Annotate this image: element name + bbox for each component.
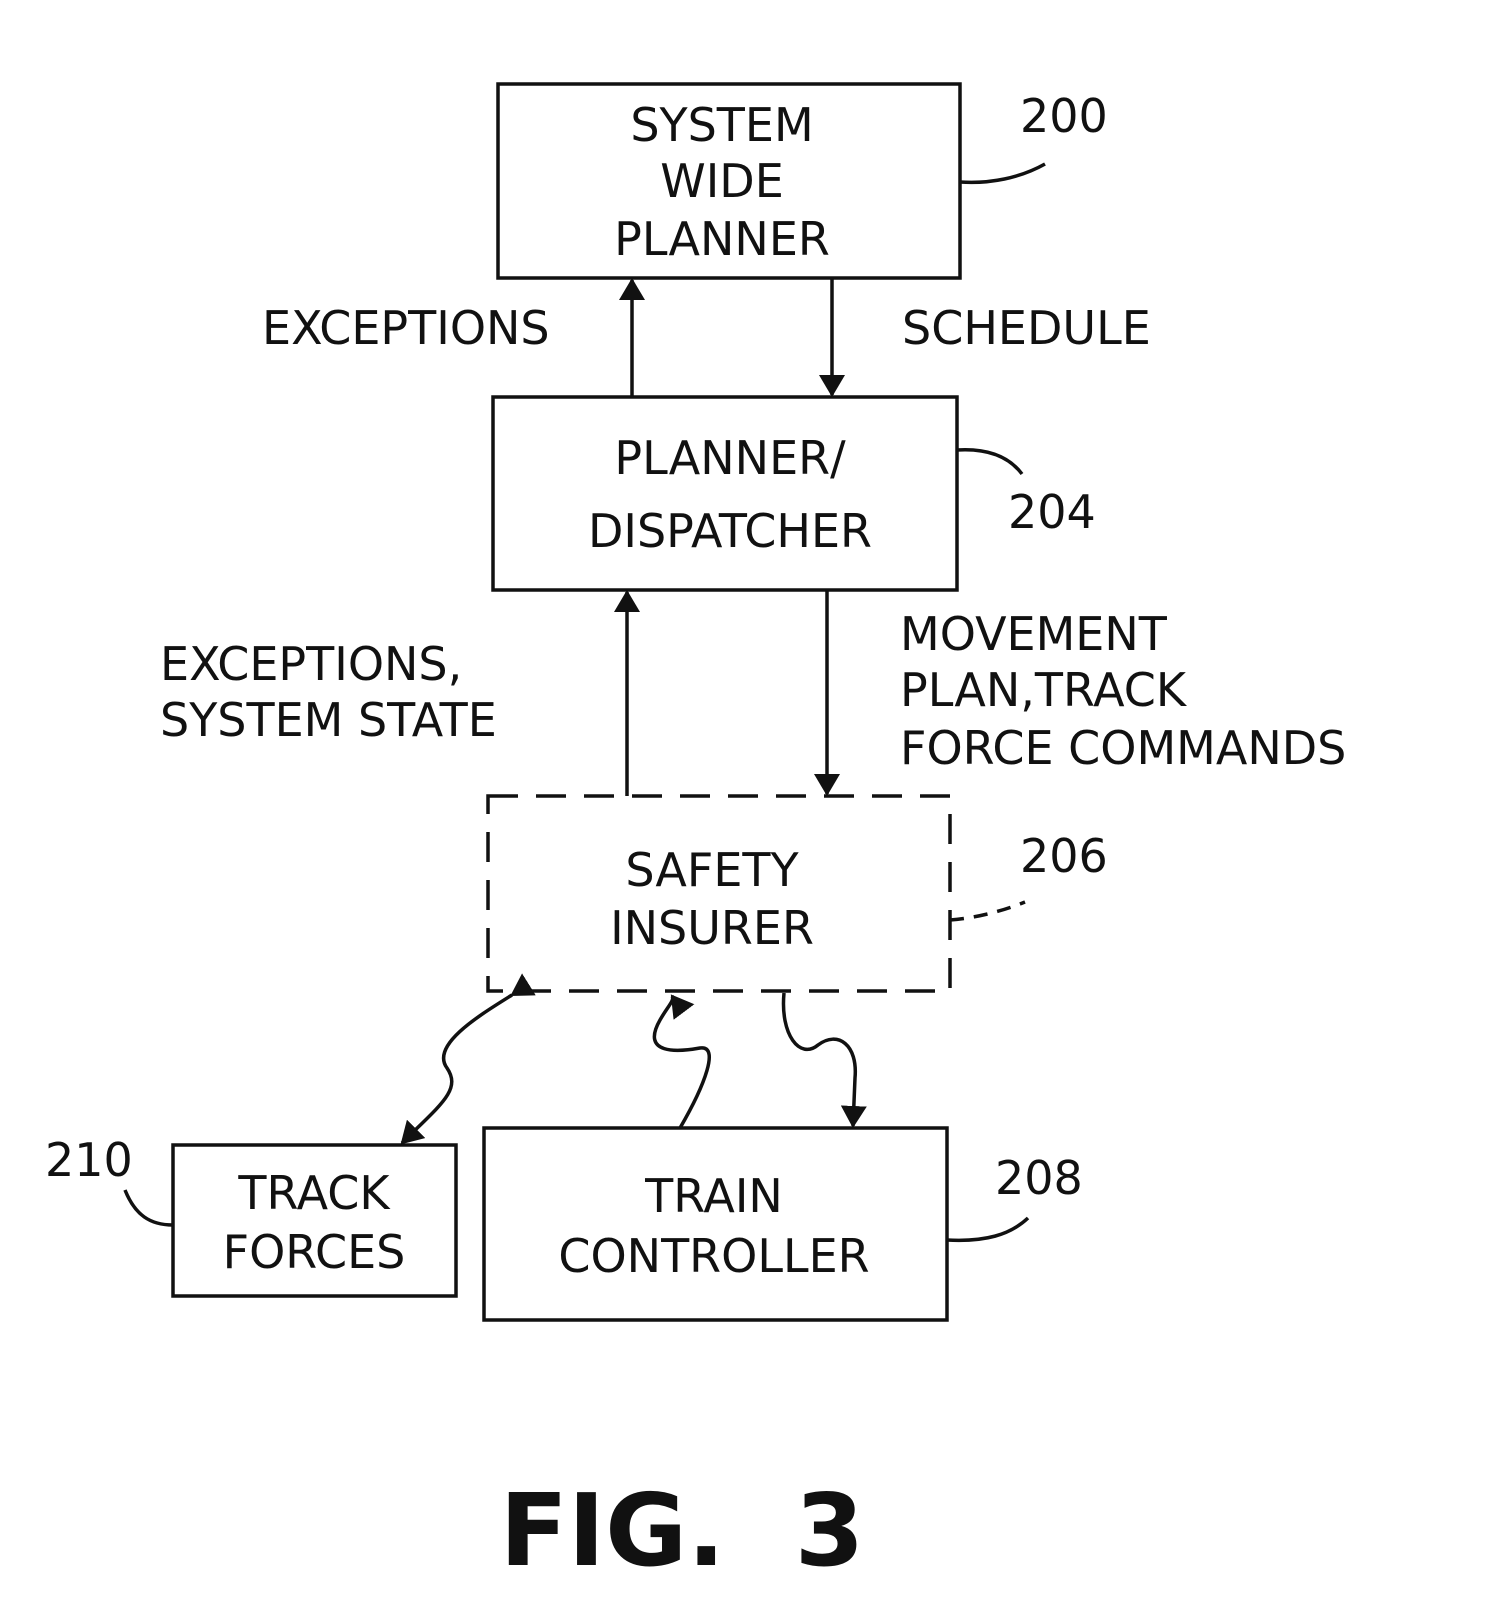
wireless-link-train-controller-up [654,996,709,1128]
figure-label: FIG. 3 [500,1472,865,1589]
ref-206-leader [950,902,1025,920]
system-wide-planner-line-2: WIDE [660,154,784,208]
track-forces-node: TRACK FORCES [173,1145,456,1296]
system-wide-planner-node: SYSTEM WIDE PLANNER [498,84,960,278]
movement-label-line-1: MOVEMENT [900,607,1168,661]
exceptions-state-label-line-1: EXCEPTIONS, [160,637,462,691]
movement-label-line-2: PLAN,TRACK [900,663,1188,717]
train-controller-node: TRAIN CONTROLLER [484,1128,947,1320]
ref-208-label: 208 [995,1151,1083,1205]
wireless-link-train-controller-down [783,993,855,1126]
ref-208-leader [947,1218,1028,1240]
train-controller-box [484,1128,947,1320]
ref-210-label: 210 [45,1133,133,1187]
ref-204-leader [957,450,1022,474]
train-controller-line-2: CONTROLLER [558,1229,869,1283]
wireless-link-track-forces [402,995,512,1143]
safety-insurer-line-2: INSURER [610,901,814,955]
ref-204-label: 204 [1008,485,1096,539]
planner-dispatcher-line-1: PLANNER/ [614,431,846,485]
planner-dispatcher-line-2: DISPATCHER [588,504,872,558]
planner-dispatcher-box [493,397,957,590]
ref-206-label: 206 [1020,829,1108,883]
exceptions-edge-label: EXCEPTIONS [262,301,550,355]
planner-dispatcher-node: PLANNER/ DISPATCHER [493,397,957,590]
system-wide-planner-line-3: PLANNER [614,212,830,266]
train-controller-line-1: TRAIN [644,1169,783,1223]
track-forces-line-1: TRACK [237,1166,391,1220]
track-forces-line-2: FORCES [223,1225,406,1279]
ref-210-leader [125,1190,173,1225]
safety-insurer-line-1: SAFETY [625,843,799,897]
exceptions-state-label-line-2: SYSTEM STATE [160,693,497,747]
ref-200-leader [960,164,1045,182]
movement-label-line-3: FORCE COMMANDS [900,721,1346,775]
safety-insurer-node: SAFETY INSURER [488,796,950,991]
system-wide-planner-line-1: SYSTEM [630,98,813,152]
schedule-edge-label: SCHEDULE [902,301,1151,355]
ref-200-label: 200 [1020,89,1108,143]
